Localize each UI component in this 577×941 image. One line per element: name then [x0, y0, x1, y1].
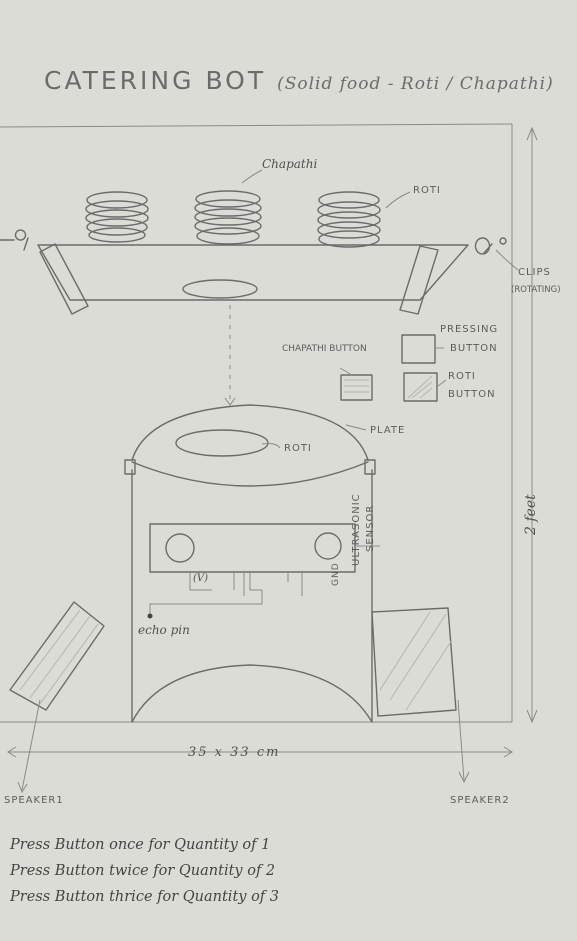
roti-pointer	[386, 192, 410, 208]
pressing-button-shape	[402, 335, 435, 363]
label-roti-plate: ROTI	[284, 444, 312, 454]
chapathi-stack-middle	[195, 191, 261, 244]
roti-stack-right	[318, 192, 380, 247]
label-roti-button-line1: ROTI	[448, 372, 476, 382]
label-ultrasonic-line1: ULTRASONIC	[352, 493, 362, 566]
label-chapathi-button: CHAPATHI BUTTON	[282, 345, 367, 354]
label-speaker1: SPEAKER1	[4, 796, 64, 806]
speaker-right-shape	[372, 608, 456, 716]
label-height-2-feet: 2 feet	[524, 494, 538, 535]
instruction-line-1: Press Button once for Quantity of 1	[10, 838, 270, 853]
label-pressing-button-line1: PRESSING	[440, 325, 498, 335]
label-roti-top: ROTI	[413, 186, 441, 196]
label-clips-rotating: (ROTATING)	[511, 286, 561, 295]
chapathi-pointer	[242, 170, 262, 183]
frame-top-line	[0, 124, 512, 127]
ultrasonic-sensor-board	[150, 524, 355, 572]
speaker2-pointer	[458, 700, 469, 782]
clip-hinge-right	[476, 238, 493, 254]
label-chapathi: Chapathi	[262, 158, 317, 170]
chapathi-button-shape	[341, 375, 372, 400]
plate-roti	[176, 430, 268, 456]
clips-pointer	[496, 250, 518, 270]
speaker-left-shape	[10, 602, 104, 710]
plate-rim	[132, 462, 368, 486]
sensor-eye-left	[166, 534, 194, 562]
drop-arrow-head	[225, 398, 235, 405]
label-speaker2: SPEAKER2	[450, 796, 510, 806]
plate-pointer	[346, 425, 366, 430]
chapathi-button-pointer	[340, 368, 352, 375]
label-roti-button-line2: BUTTON	[448, 390, 496, 400]
clip-left	[40, 244, 88, 314]
label-clips: CLIPS	[518, 268, 551, 278]
label-pressing-button-line2: BUTTON	[450, 344, 498, 354]
clip-pin-right	[500, 238, 506, 244]
title-subtitle: (Solid food - Roti / Chapathi)	[277, 74, 554, 94]
label-ultrasonic-line2: SENSOR	[366, 505, 376, 552]
sensor-wires	[150, 572, 302, 616]
echo-pin-dot	[148, 614, 153, 619]
clip-hinge-left	[0, 230, 28, 250]
label-dimensions: 35 x 33 cm	[188, 746, 280, 759]
tray-outline	[38, 245, 468, 300]
sensor-eye-right	[315, 533, 341, 559]
height-arrow	[527, 128, 537, 722]
roti-button-pointer	[438, 380, 446, 386]
diagram-title: CATERING BOT (Solid food - Roti / Chapat…	[44, 68, 554, 93]
chapathi-stack-left	[86, 192, 148, 242]
label-gnd: GND	[332, 562, 341, 586]
label-vcc: (V)	[193, 574, 208, 584]
label-plate: PLATE	[370, 426, 405, 436]
instruction-line-2: Press Button twice for Quantity of 2	[10, 864, 275, 879]
label-echo-pin: echo pin	[138, 624, 190, 636]
clip-right	[400, 246, 438, 314]
dispensed-roti	[183, 280, 257, 298]
speaker1-pointer	[18, 700, 40, 792]
title-main: CATERING BOT	[44, 66, 266, 95]
instruction-line-3: Press Button thrice for Quantity of 3	[10, 890, 279, 905]
bot-body	[132, 470, 372, 722]
